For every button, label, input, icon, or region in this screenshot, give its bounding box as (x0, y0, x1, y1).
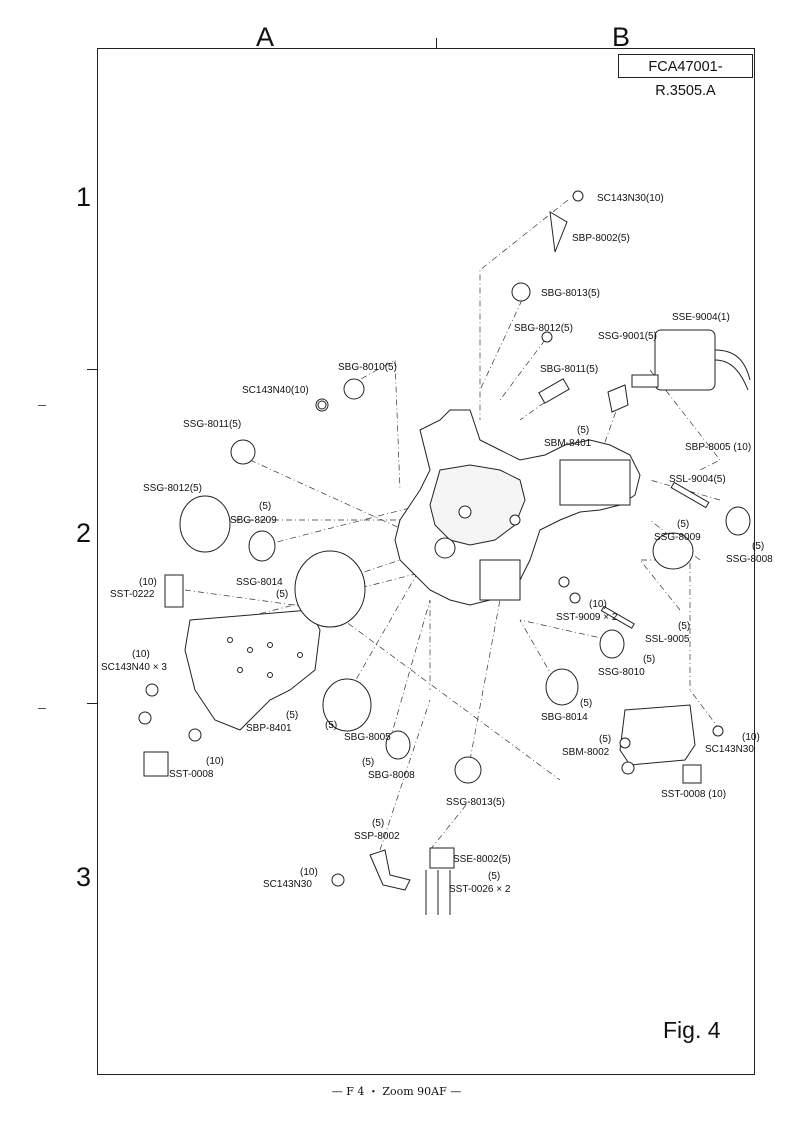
label-ssg-8010-qty: (5) (643, 654, 655, 665)
grid-row-1: 1 (76, 182, 92, 212)
label-ssg-8009: SSG-8009 (654, 532, 701, 543)
label-sst-0222: SST-0222 (110, 589, 155, 600)
row-divider-tick (87, 369, 97, 370)
document-number: FCA47001-R.3505.A (618, 54, 753, 99)
label-ssg-8014: SSG-8014 (236, 577, 283, 588)
label-sbg-8012: SBG-8012(5) (514, 323, 573, 334)
label-sbg-8008-qty: (5) (362, 757, 374, 768)
label-sc143n40x3: SC143N40 × 3 (101, 662, 167, 673)
label-sc143n30-right-qty: (10) (742, 732, 760, 743)
label-sst-0008-right: SST-0008 (10) (661, 789, 726, 800)
label-sbm-8002: SBM-8002 (562, 747, 610, 758)
label-ssg-8008: SSG-8008 (726, 554, 773, 565)
grid-column-b: B (612, 22, 631, 52)
label-sst-0026: SST-0026 × 2 (449, 884, 511, 895)
label-sst-0222-qty: (10) (139, 577, 157, 588)
label-sbg-8008: SBG-8008 (368, 770, 415, 781)
label-sst-0026-qty: (5) (488, 871, 500, 882)
label-sc143n40x3-qty: (10) (132, 649, 150, 660)
drawing-frame (97, 48, 755, 1075)
label-sbm-8401-qty: (5) (577, 425, 589, 436)
label-sst-9009-qty: (10) (589, 599, 607, 610)
column-divider-tick (436, 38, 437, 48)
label-sbm-8002-qty: (5) (599, 734, 611, 745)
label-ssl-9005-qty: (5) (678, 621, 690, 632)
chassis-frame (394, 409, 641, 606)
label-sbp-8401-qty: (5) (286, 710, 298, 721)
label-ssp-8002-qty: (5) (372, 818, 384, 829)
label-ssg-8008-qty: (5) (752, 541, 764, 552)
row-divider-tick (87, 703, 97, 704)
motor-sse-9004 (631, 329, 751, 391)
label-ssg-8012: SSG-8012(5) (143, 483, 202, 494)
side-plate (184, 609, 321, 731)
label-ssg-8009-qty: (5) (677, 519, 689, 530)
label-ssg-9001: SSG-9001(5) (598, 331, 657, 342)
margin-mark (38, 405, 46, 406)
grid-row-3: 3 (76, 862, 92, 892)
label-sc143n30-bottom-qty: (10) (300, 867, 318, 878)
label-sbm-8401: SBM-8401 (544, 438, 592, 449)
label-ssg-8010: SSG-8010 (598, 667, 645, 678)
label-ssg-8011: SSG-8011(5) (183, 419, 241, 430)
label-sbg-8005: SBG-8005 (344, 732, 391, 743)
label-sbg-8209: SBG-8209 (230, 515, 277, 526)
page-footer: — F 4 ・ Zoom 90AF — (331, 1085, 462, 1098)
motor-bracket-sbm-8002 (619, 704, 696, 775)
label-sbp-8401: SBP-8401 (246, 723, 292, 734)
gears (179, 190, 751, 784)
label-sc143n40: SC143N40(10) (242, 385, 309, 396)
label-sbg-8005-qty: (5) (325, 720, 337, 731)
tapes-and-sensors (143, 574, 702, 915)
label-ssg-8013: SSG-8013(5) (446, 797, 505, 808)
label-sbg-8014-qty: (5) (580, 698, 592, 709)
label-sbg-8014: SBG-8014 (541, 712, 588, 723)
label-sbp-8002: SBP-8002(5) (572, 233, 630, 244)
label-sse-9004: SSE-9004(1) (672, 312, 730, 323)
label-sc143n30-bottom: SC143N30 (263, 879, 312, 890)
label-sbp-8005: SBP-8005 (10) (685, 442, 751, 453)
label-sst-0008-left: SST-0008 (169, 769, 214, 780)
label-ssl-9005: SSL-9005 (645, 634, 690, 645)
label-sst-0008-left-qty: (10) (206, 756, 224, 767)
label-sst-9009: SST-9009 × 2 (556, 612, 618, 623)
grid-row-2: 2 (76, 518, 92, 548)
label-sse-8002: SSE-8002(5) (453, 854, 511, 865)
grid-column-a: A (256, 22, 275, 52)
label-sc143n30-right: SC143N30 (705, 744, 754, 755)
label-sbg-8013: SBG-8013(5) (541, 288, 600, 299)
label-sbg-8209-qty: (5) (259, 501, 271, 512)
label-ssl-9004: SSL-9004(5) (669, 474, 726, 485)
label-ssg-8014-qty: (5) (276, 589, 288, 600)
label-ssp-8002: SSP-8002 (354, 831, 400, 842)
label-sbg-8010: SBG-8010(5) (338, 362, 397, 373)
label-sc143n30: SC143N30(10) (597, 193, 664, 204)
label-sbg-8011: SBG-8011(5) (540, 364, 598, 375)
figure-label: Fig. 4 (663, 1017, 721, 1043)
screws (138, 400, 724, 887)
margin-mark (38, 708, 46, 709)
